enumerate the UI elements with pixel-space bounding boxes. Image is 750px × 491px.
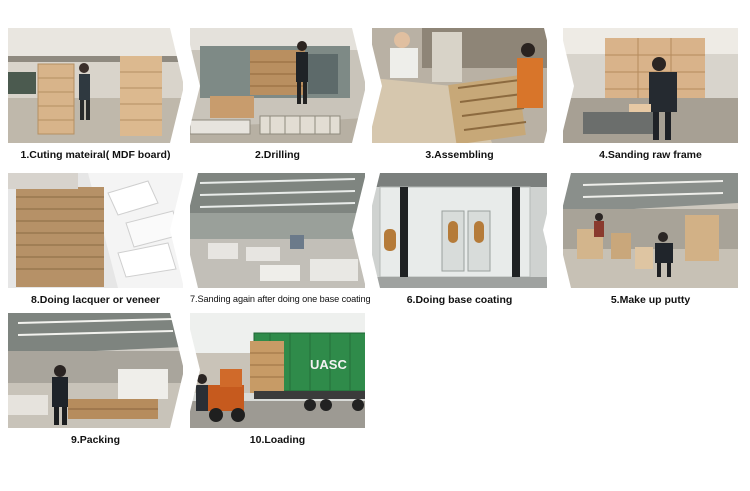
photo-drilling (190, 28, 365, 143)
photo-sanding-raw-frame (563, 28, 738, 143)
step-label: 8.Doing lacquer or veneer (31, 294, 160, 306)
photo-putty (563, 173, 738, 288)
step-label: 6.Doing base coating (406, 294, 513, 306)
step-label: 4.Sanding raw frame (599, 149, 702, 161)
photo-cutting-mdf (8, 28, 183, 143)
step-label: 7.Sanding again after doing one base coa… (190, 294, 371, 304)
photo-loading-container: UASC (190, 313, 365, 428)
step-label: 1.Cuting mateiral( MDF board) (20, 149, 171, 161)
photo-lacquer-veneer (8, 173, 183, 288)
photo-assembling (372, 28, 547, 143)
photo-base-coating-booth (372, 173, 547, 288)
photo-packing (8, 313, 183, 428)
container-marking: UASC (310, 357, 347, 372)
step-label: 5.Make up putty (610, 294, 691, 306)
step-label: 2.Drilling (255, 149, 300, 161)
step-label: 3.Assembling (425, 149, 494, 161)
step-label: 9.Packing (70, 434, 121, 446)
photo-sanding-after-base-coating (190, 173, 365, 288)
step-label: 10.Loading (249, 434, 306, 446)
